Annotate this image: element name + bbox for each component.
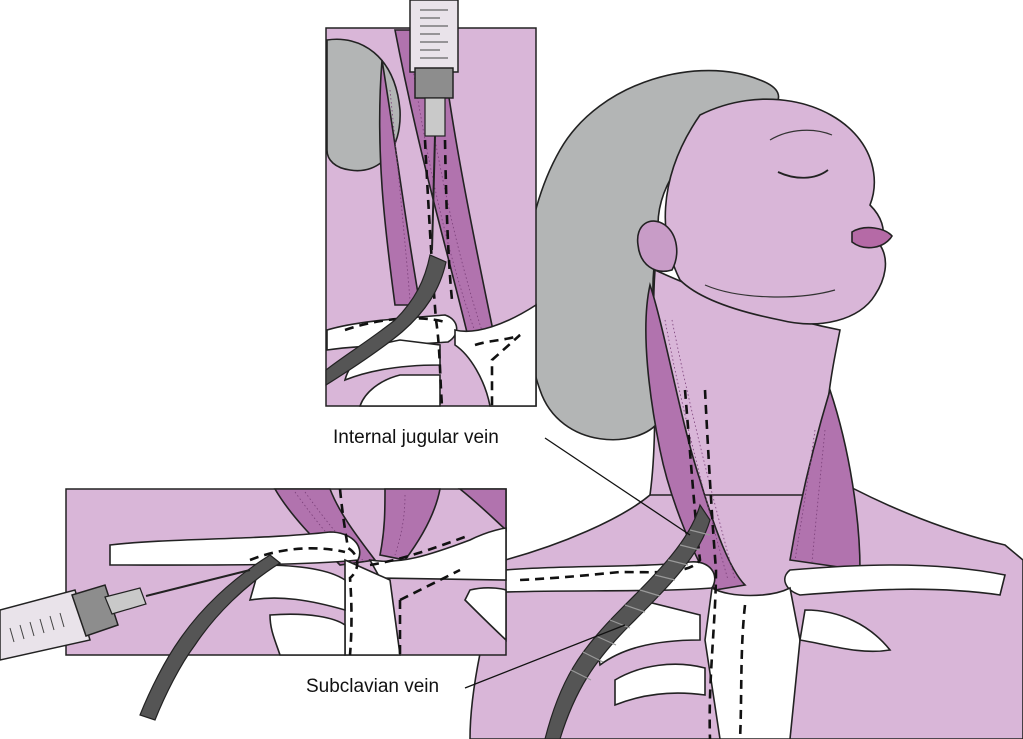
jugular-inset [325,0,537,407]
rib [614,663,706,707]
leader-subclavian-vein [464,624,626,689]
catheter-icon [544,503,711,739]
eyebrow [769,129,833,141]
sternum [704,586,801,739]
lips [851,226,893,249]
needle-icon [145,569,251,597]
rib [799,609,892,653]
label-subclavian-vein: Subclavian vein [306,676,439,697]
face [664,98,887,325]
right-neck-muscle [789,387,861,571]
subclavian-inset [0,488,507,721]
right-clavicle [784,564,1006,596]
needle-icon [431,135,436,251]
syringe-icon [0,584,147,661]
syringe-icon [409,0,459,137]
closed-eye [777,169,829,179]
label-internal-jugular-vein: Internal jugular vein [333,427,499,448]
internal-jugular-vein-path [519,389,702,582]
leader-internal-jugular-vein [544,437,691,536]
ear [636,220,678,272]
jaw-line [704,284,836,298]
main-figure [469,69,1023,739]
